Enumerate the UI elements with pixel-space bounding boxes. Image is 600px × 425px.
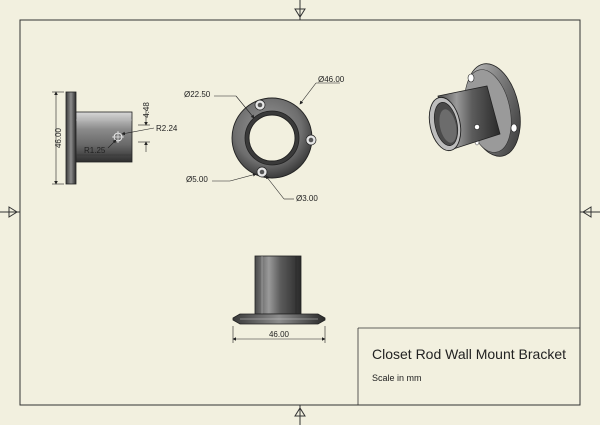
center-mark-bottom — [294, 405, 306, 425]
bottom-view: 46.00 — [232, 255, 326, 343]
center-mark-top — [294, 0, 306, 20]
drawing-scale-note: Scale in mm — [372, 373, 422, 383]
dim-side-offset: 4.48 — [142, 102, 151, 118]
dim-side-radius-small: R1.25 — [84, 146, 106, 155]
center-mark-right — [580, 206, 600, 218]
dim-side-radius-large: R2.24 — [156, 124, 178, 133]
front-view: Ø22.50 Ø46.00 Ø5.00 Ø3.00 — [184, 75, 345, 203]
dim-front-inner-diameter: Ø22.50 — [184, 90, 211, 99]
dim-bottom-width: 46.00 — [269, 330, 290, 339]
dim-front-hole-diameter: Ø5.00 — [186, 175, 208, 184]
title-block: Closet Rod Wall Mount Bracket Scale in m… — [357, 327, 580, 405]
dim-front-small-hole-diameter: Ø3.00 — [296, 194, 318, 203]
dim-front-outer-diameter: Ø46.00 — [318, 75, 345, 84]
isometric-view — [428, 63, 521, 157]
dim-side-height: 46.00 — [54, 127, 63, 148]
side-view: 46.00 4.48 R2.24 R1.25 — [52, 91, 178, 185]
center-mark-left — [0, 206, 20, 218]
drawing-title: Closet Rod Wall Mount Bracket — [372, 346, 566, 362]
